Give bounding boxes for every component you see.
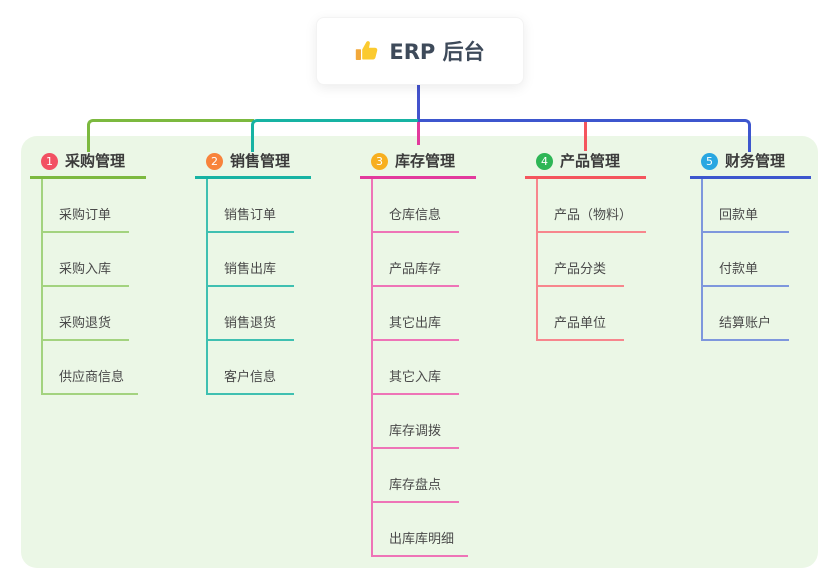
connector-root-vertical	[417, 84, 420, 122]
child-item[interactable]: 采购订单	[43, 179, 129, 233]
connector-branch-5	[418, 119, 751, 152]
child-item-label: 采购入库	[59, 262, 112, 277]
canvas-panel	[21, 136, 818, 568]
child-item[interactable]: 客户信息	[208, 341, 294, 395]
child-item-label: 客户信息	[224, 370, 277, 385]
child-item[interactable]: 采购入库	[43, 233, 129, 287]
child-item-label: 付款单	[719, 262, 759, 277]
branch-label: 产品管理	[560, 152, 621, 170]
child-item[interactable]: 产品分类	[538, 233, 624, 287]
child-item-label: 采购订单	[59, 208, 112, 223]
child-item[interactable]: 销售订单	[208, 179, 294, 233]
root-node-label: ERP 后台	[389, 40, 485, 64]
child-item[interactable]: 付款单	[703, 233, 789, 287]
child-item-label: 供应商信息	[59, 370, 125, 385]
child-item[interactable]: 采购退货	[43, 287, 129, 341]
child-item[interactable]: 供应商信息	[43, 341, 139, 395]
child-item[interactable]: 产品单位	[538, 287, 624, 341]
branch-column-product: 4 产品管理 产品（物料） 产品分类产品单位	[525, 151, 647, 341]
branch-header[interactable]: 2 销售管理	[195, 151, 311, 179]
branch-children: 回款单付款单结算账户	[701, 179, 811, 341]
branch-header[interactable]: 4 产品管理	[525, 151, 646, 179]
child-item-label: 销售退货	[224, 316, 277, 331]
branch-children: 采购订单采购入库采购退货供应商信息	[41, 179, 146, 395]
child-item-label: 销售出库	[224, 262, 277, 277]
child-item-label: 其它入库	[389, 370, 442, 385]
child-item-label: 销售订单	[224, 208, 277, 223]
child-item-label: 回款单	[719, 208, 759, 223]
child-item-label: 库存调拨	[389, 424, 442, 439]
child-item-label: 产品分类	[554, 262, 607, 277]
branch-column-finance: 5 财务管理 回款单付款单结算账户	[690, 151, 811, 341]
child-item-label: 其它出库	[389, 316, 442, 331]
branch-children: 产品（物料） 产品分类产品单位	[536, 179, 647, 341]
connector-branch-1	[87, 119, 254, 152]
branch-column-inventory: 3 库存管理 仓库信息产品库存其它出库其它入库库存调拨库存盘点出库库明细	[360, 151, 476, 557]
branch-children: 销售订单销售出库销售退货客户信息	[206, 179, 311, 395]
child-item[interactable]: 销售退货	[208, 287, 294, 341]
branch-number-badge: 2	[206, 152, 223, 170]
connector-branch-2	[251, 119, 418, 152]
child-item-label: 库存盘点	[389, 478, 442, 493]
thumbs-up-icon	[355, 39, 379, 63]
branch-label: 采购管理	[65, 152, 126, 170]
branch-number-badge: 4	[536, 152, 553, 170]
child-item[interactable]: 销售出库	[208, 233, 294, 287]
child-item[interactable]: 回款单	[703, 179, 789, 233]
connector-branch-3	[417, 122, 420, 145]
branch-header[interactable]: 1 采购管理	[30, 151, 146, 179]
child-item[interactable]: 其它入库	[373, 341, 459, 395]
child-item-label: 产品库存	[389, 262, 442, 277]
branch-number-badge: 1	[41, 152, 58, 170]
child-item-label: 产品单位	[554, 316, 607, 331]
child-item-label: 结算账户	[719, 316, 772, 331]
branch-header[interactable]: 3 库存管理	[360, 151, 476, 179]
branch-number-badge: 5	[701, 152, 718, 170]
child-item[interactable]: 库存调拨	[373, 395, 459, 449]
child-item[interactable]: 库存盘点	[373, 449, 459, 503]
branch-column-sales: 2 销售管理 销售订单销售出库销售退货客户信息	[195, 151, 311, 395]
child-item[interactable]: 产品（物料）	[538, 179, 647, 233]
child-item-label: 仓库信息	[389, 208, 442, 223]
child-item-label: 出库库明细	[389, 532, 455, 547]
connector-branch-4	[584, 122, 587, 151]
branch-number-badge: 3	[371, 152, 388, 170]
branch-column-purchase: 1 采购管理 采购订单采购入库采购退货供应商信息	[30, 151, 146, 395]
branch-label: 销售管理	[230, 152, 291, 170]
child-item[interactable]: 出库库明细	[373, 503, 469, 557]
child-item[interactable]: 仓库信息	[373, 179, 459, 233]
child-item[interactable]: 其它出库	[373, 287, 459, 341]
branch-header[interactable]: 5 财务管理	[690, 151, 811, 179]
root-node-erp[interactable]: ERP 后台	[316, 17, 524, 85]
child-item-label: 产品（物料）	[554, 208, 633, 223]
branch-children: 仓库信息产品库存其它出库其它入库库存调拨库存盘点出库库明细	[371, 179, 476, 557]
branch-label: 财务管理	[725, 152, 786, 170]
child-item[interactable]: 结算账户	[703, 287, 789, 341]
child-item[interactable]: 产品库存	[373, 233, 459, 287]
child-item-label: 采购退货	[59, 316, 112, 331]
branch-label: 库存管理	[395, 152, 456, 170]
